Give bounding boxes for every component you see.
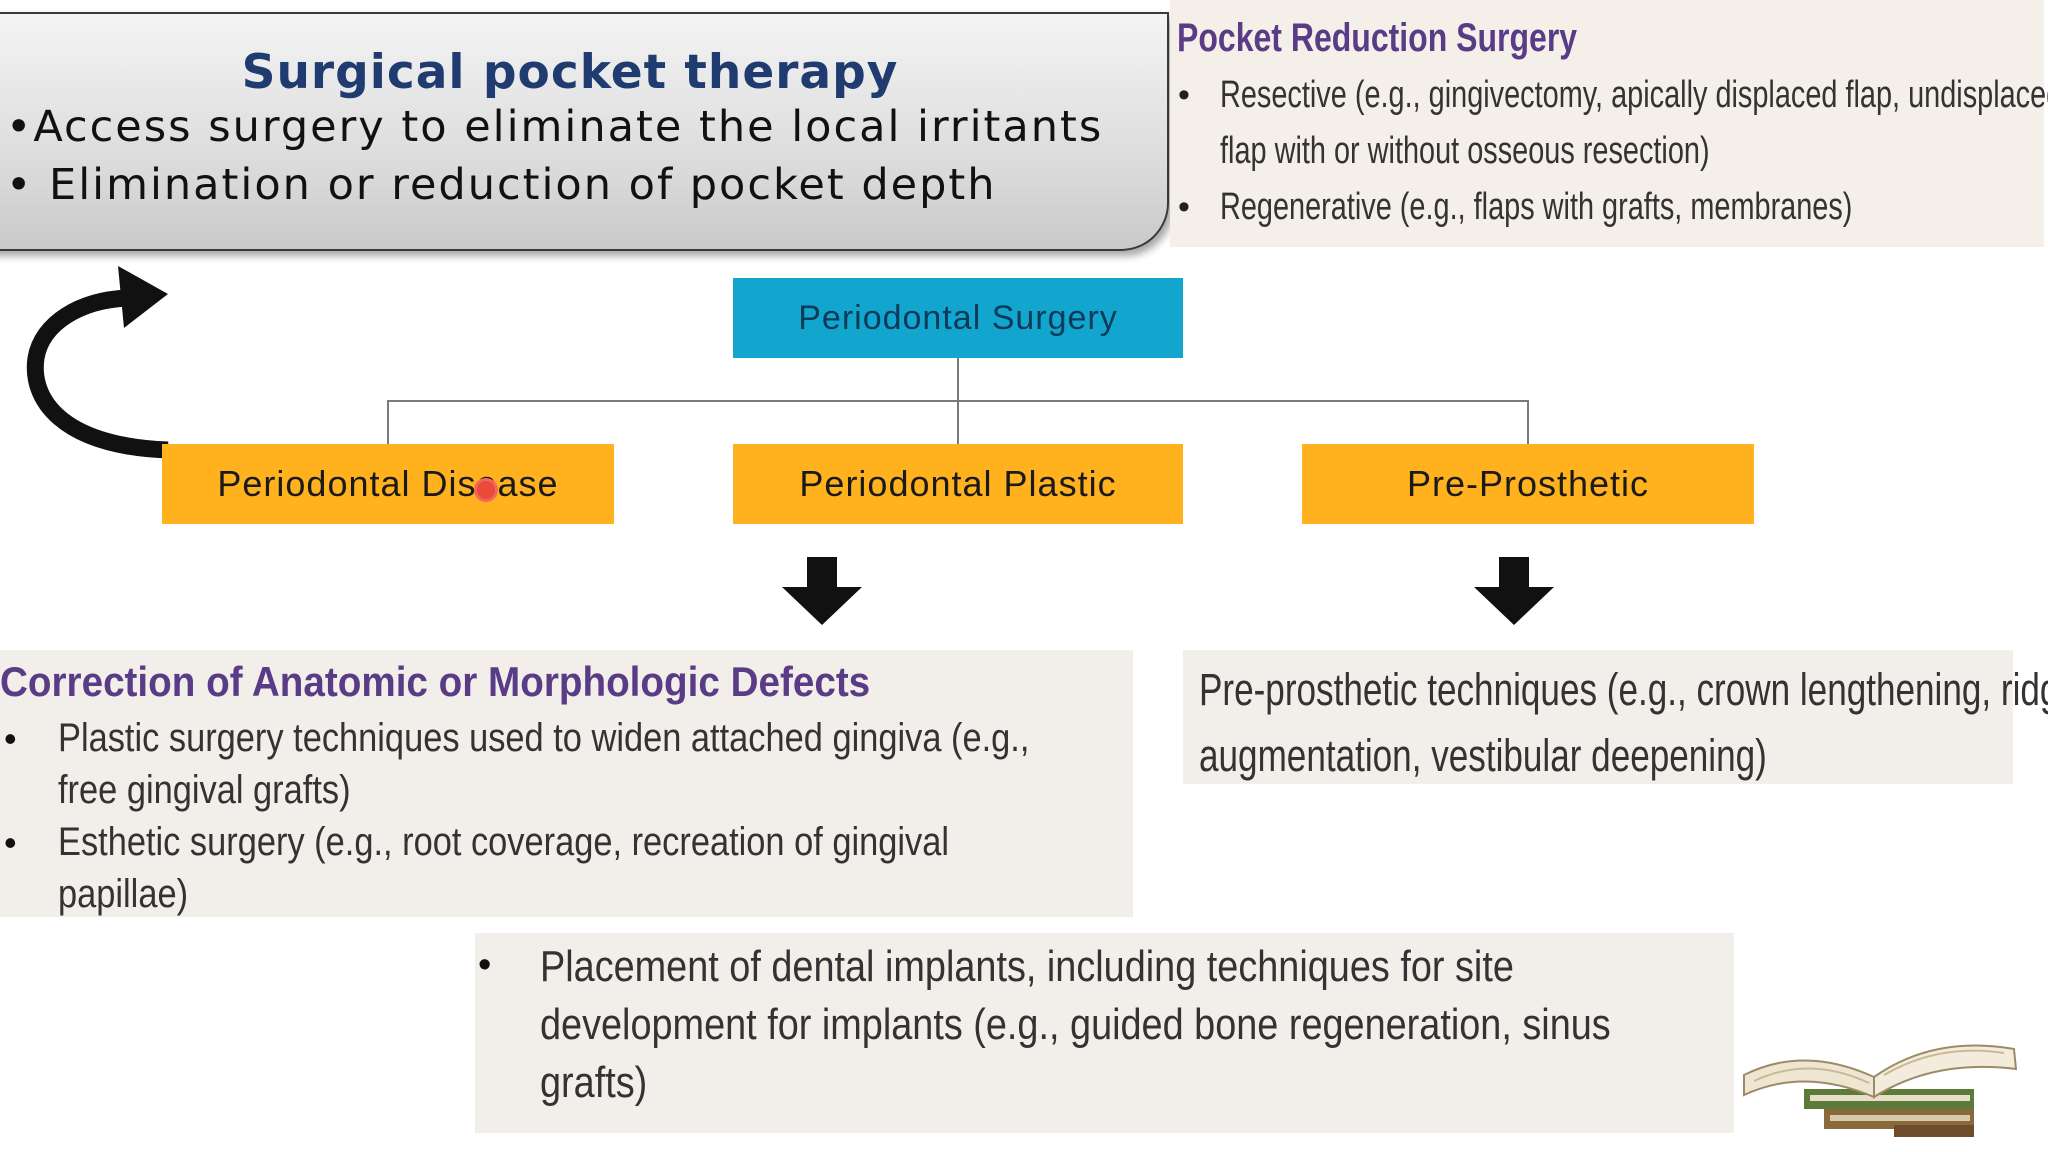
pocket-item-1-line-1: Resective (e.g., gingivectomy, apically … [1220, 74, 2048, 117]
node-periodontal-disease: Periodontal Disease [162, 444, 614, 524]
implant-line-3: grafts) [540, 1058, 647, 1108]
correction-item-1-line-1: Plastic surgery techniques used to widen… [58, 716, 1029, 761]
curved-arrow-icon [20, 258, 180, 463]
connector-prosthetic [1527, 400, 1529, 444]
pocket-reduction-title: Pocket Reduction Surgery [1177, 16, 1577, 61]
implant-line-1: Placement of dental implants, including … [540, 942, 1514, 992]
correction-item-2-line-1: Esthetic surgery (e.g., root coverage, r… [58, 820, 949, 865]
correction-bullet-1: • [4, 718, 17, 760]
therapy-title: Surgical pocket therapy [0, 45, 1140, 100]
pocket-item-1-line-2: flap with or without osseous resection) [1220, 130, 1710, 173]
node-periodontal-disease-label: Periodontal Disease [217, 463, 558, 505]
node-periodontal-surgery: Periodontal Surgery [733, 278, 1183, 358]
node-pre-prosthetic-label: Pre-Prosthetic [1407, 463, 1649, 505]
node-periodontal-plastic-label: Periodontal Plastic [799, 463, 1116, 505]
connector-plastic [957, 400, 959, 444]
books-icon [1734, 1005, 2044, 1145]
implant-bullet: • [478, 944, 491, 987]
pre-prosthetic-line-2: augmentation, vestibular deepening) [1199, 730, 1767, 782]
connector-disease [387, 400, 389, 444]
node-periodontal-plastic: Periodontal Plastic [733, 444, 1183, 524]
correction-title: Correction of Anatomic or Morphologic De… [0, 658, 870, 706]
correction-item-1-line-2: free gingival grafts) [58, 768, 351, 813]
pocket-bullet-1: • [1178, 76, 1190, 115]
pointer-dot [474, 478, 498, 502]
correction-item-2-line-2: papillae) [58, 872, 188, 917]
node-pre-prosthetic: Pre-Prosthetic [1302, 444, 1754, 524]
down-arrow-icon [1472, 557, 1556, 627]
node-periodontal-surgery-label: Periodontal Surgery [798, 299, 1118, 338]
pocket-item-2: Regenerative (e.g., flaps with grafts, m… [1220, 186, 1852, 229]
pocket-bullet-2: • [1178, 188, 1190, 227]
down-arrow-icon [780, 557, 864, 627]
correction-bullet-2: • [4, 822, 17, 864]
therapy-line-2: • Elimination or reduction of pocket dep… [6, 160, 997, 210]
pre-prosthetic-line-1: Pre-prosthetic techniques (e.g., crown l… [1199, 664, 2048, 716]
implant-line-2: development for implants (e.g., guided b… [540, 1000, 1611, 1050]
therapy-line-1: •Access surgery to eliminate the local i… [6, 102, 1103, 152]
